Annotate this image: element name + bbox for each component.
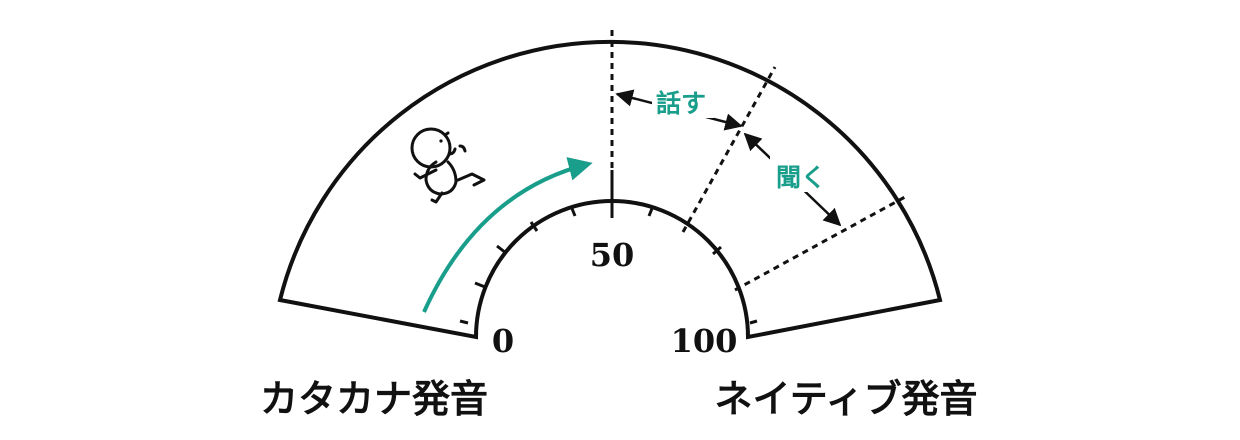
left-caption: カタカナ発音 — [260, 377, 488, 421]
gauge-ticks — [459, 205, 758, 325]
speak-label-bg — [652, 82, 714, 118]
listen-label: 聞く — [776, 163, 826, 192]
tick-7 — [712, 245, 722, 256]
progress-arrow — [422, 157, 593, 313]
tick-6 — [647, 205, 655, 217]
speak-label: 話す — [656, 89, 706, 118]
tick-4 — [529, 221, 539, 232]
speak-boundary-line — [681, 66, 777, 233]
crawling-baby-icon — [410, 127, 486, 204]
tick-5 — [569, 205, 577, 217]
tick-8 — [749, 319, 758, 325]
gauge-outline — [277, 39, 943, 340]
tick-2 — [474, 281, 486, 289]
scale-mid-label: 50 — [590, 236, 635, 274]
listen-label-bg — [770, 156, 832, 192]
tick-1 — [459, 319, 469, 325]
tick-3 — [496, 244, 507, 255]
scale-min-label: 0 — [492, 322, 514, 360]
scale-max-label: 100 — [671, 322, 738, 360]
right-caption: ネイティブ発音 — [715, 377, 978, 421]
